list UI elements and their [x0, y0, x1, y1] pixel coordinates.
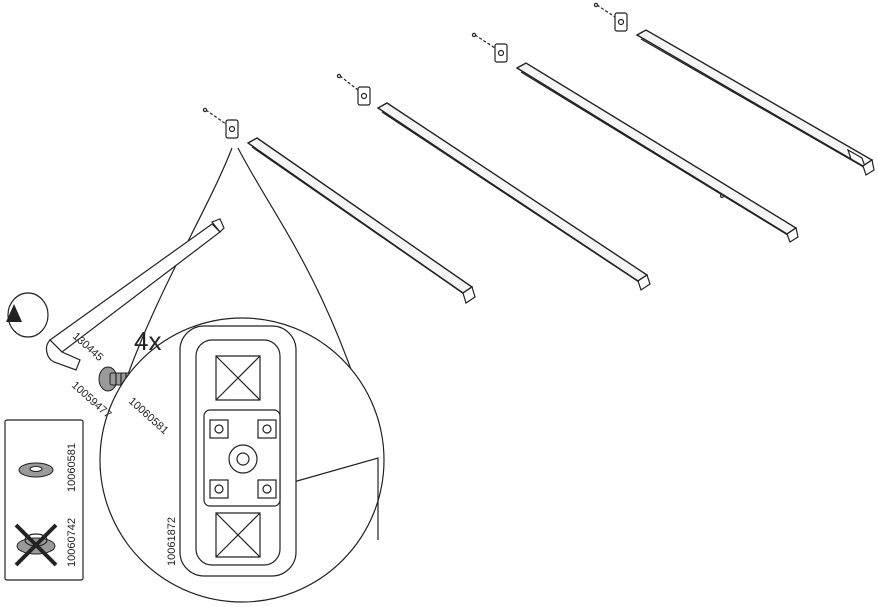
- legend-wrong-part-number: 10060742: [66, 518, 78, 567]
- rail-4: [593, 2, 875, 176]
- rail-1: [202, 107, 476, 304]
- correct-washer-icon: [18, 462, 54, 478]
- bracket-small-1: [202, 107, 239, 139]
- rotate-arrow-icon: [6, 292, 49, 338]
- rail-3: [471, 32, 799, 243]
- bracket-small-3: [471, 32, 508, 63]
- legend-box: [4, 419, 84, 581]
- multiplier-label: 4x: [134, 326, 161, 356]
- bracket-small-4: [593, 2, 628, 32]
- hex-key-icon: [45, 218, 225, 371]
- bracket-small-2: [336, 73, 371, 106]
- bracket-part-number: 10061872: [166, 517, 178, 566]
- zoom-detail: [99, 317, 385, 603]
- legend-correct-part-number: 10060581: [66, 443, 78, 492]
- bracket-icon: [179, 325, 297, 577]
- rail-2: [336, 73, 651, 291]
- cross-icon: [14, 523, 58, 567]
